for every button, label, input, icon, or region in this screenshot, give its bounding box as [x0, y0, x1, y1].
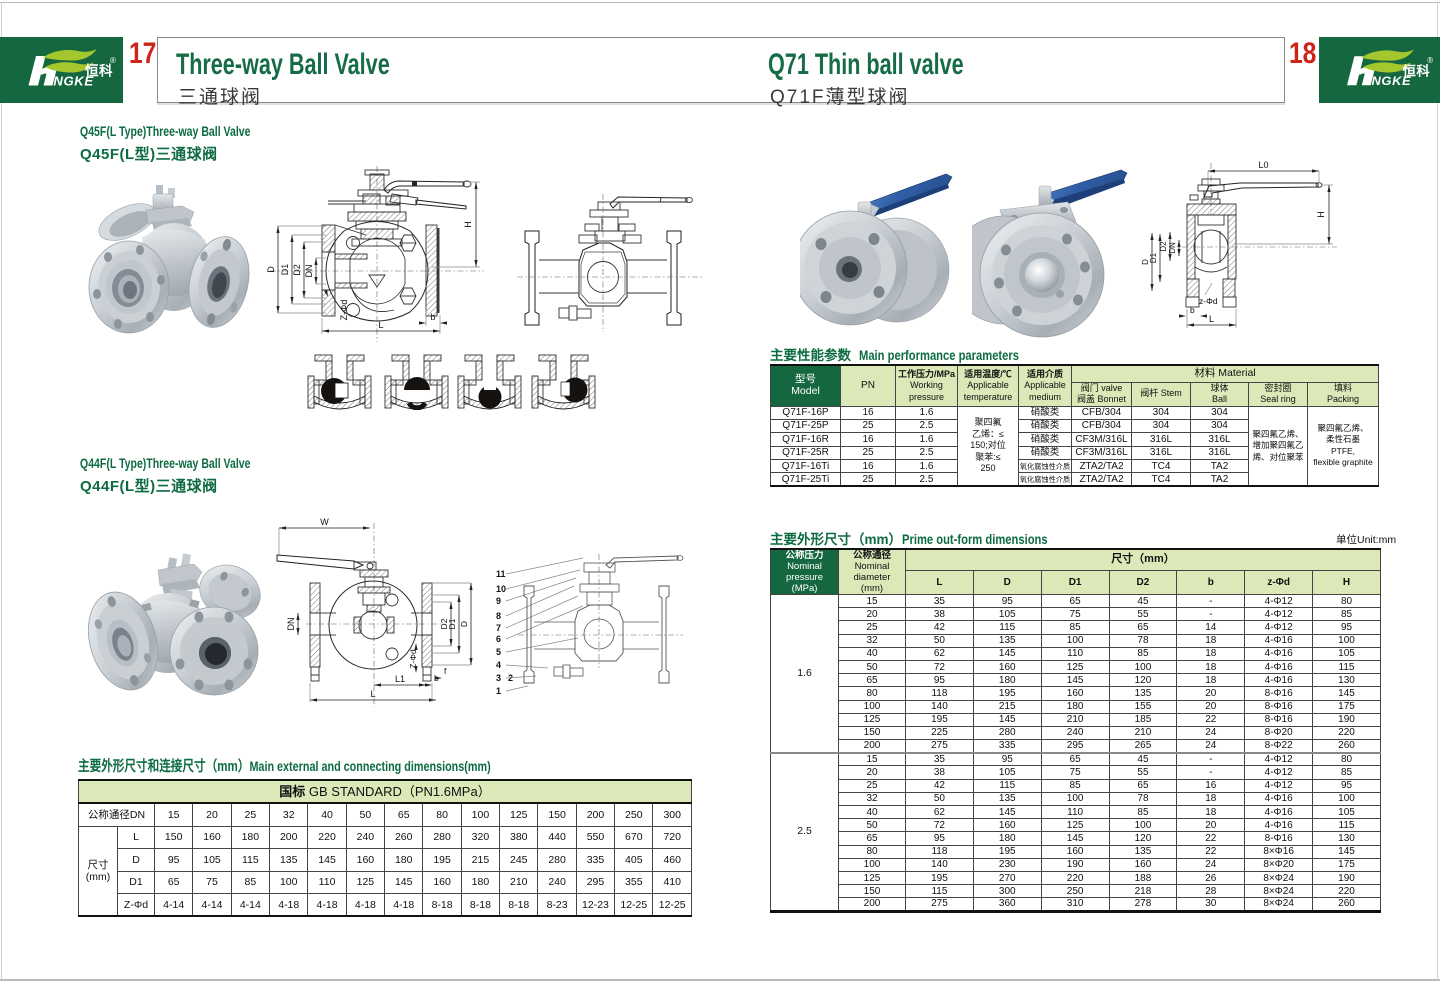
svg-text:z-Φd: z-Φd: [1199, 296, 1218, 306]
svg-text:H: H: [463, 221, 473, 228]
svg-text:L: L: [1209, 314, 1214, 324]
svg-text:L1: L1: [395, 674, 405, 684]
svg-text:L0: L0: [1258, 160, 1268, 170]
svg-text:11: 11: [496, 569, 506, 579]
svg-text:7: 7: [496, 623, 501, 633]
svg-text:L: L: [370, 689, 375, 699]
svg-text:W: W: [320, 517, 329, 527]
svg-text:DN: DN: [1168, 242, 1177, 254]
svg-text:D2: D2: [292, 264, 302, 276]
svg-text:1: 1: [496, 686, 501, 696]
svg-text:b: b: [1190, 305, 1195, 315]
svg-text:Z-Φd: Z-Φd: [408, 649, 418, 669]
svg-text:D1: D1: [1149, 252, 1158, 263]
svg-text:3: 3: [496, 673, 501, 683]
svg-text:Z-Φd: Z-Φd: [339, 300, 349, 321]
svg-text:恒科: 恒科: [85, 63, 113, 79]
svg-text:H: H: [1316, 211, 1326, 218]
svg-text:4: 4: [496, 660, 501, 670]
svg-text:D1: D1: [447, 618, 457, 629]
svg-text:D: D: [459, 621, 469, 627]
svg-text:6: 6: [496, 634, 501, 644]
svg-text:9: 9: [496, 596, 501, 606]
svg-text:ENGKE: ENGKE: [44, 74, 94, 89]
svg-text:L: L: [378, 320, 383, 330]
svg-text:D2: D2: [439, 618, 449, 629]
svg-text:D2: D2: [1159, 241, 1168, 252]
svg-text:DN: DN: [304, 265, 314, 278]
svg-text:f: f: [444, 666, 447, 676]
svg-text:D: D: [266, 266, 276, 273]
svg-text:D1: D1: [280, 264, 290, 276]
svg-text:10: 10: [496, 584, 506, 594]
svg-text:®: ®: [110, 56, 116, 65]
svg-text:b: b: [430, 312, 435, 322]
svg-text:8: 8: [496, 611, 501, 621]
svg-text:5: 5: [496, 647, 501, 657]
svg-text:D: D: [1142, 259, 1150, 265]
svg-text:DN: DN: [286, 618, 296, 631]
